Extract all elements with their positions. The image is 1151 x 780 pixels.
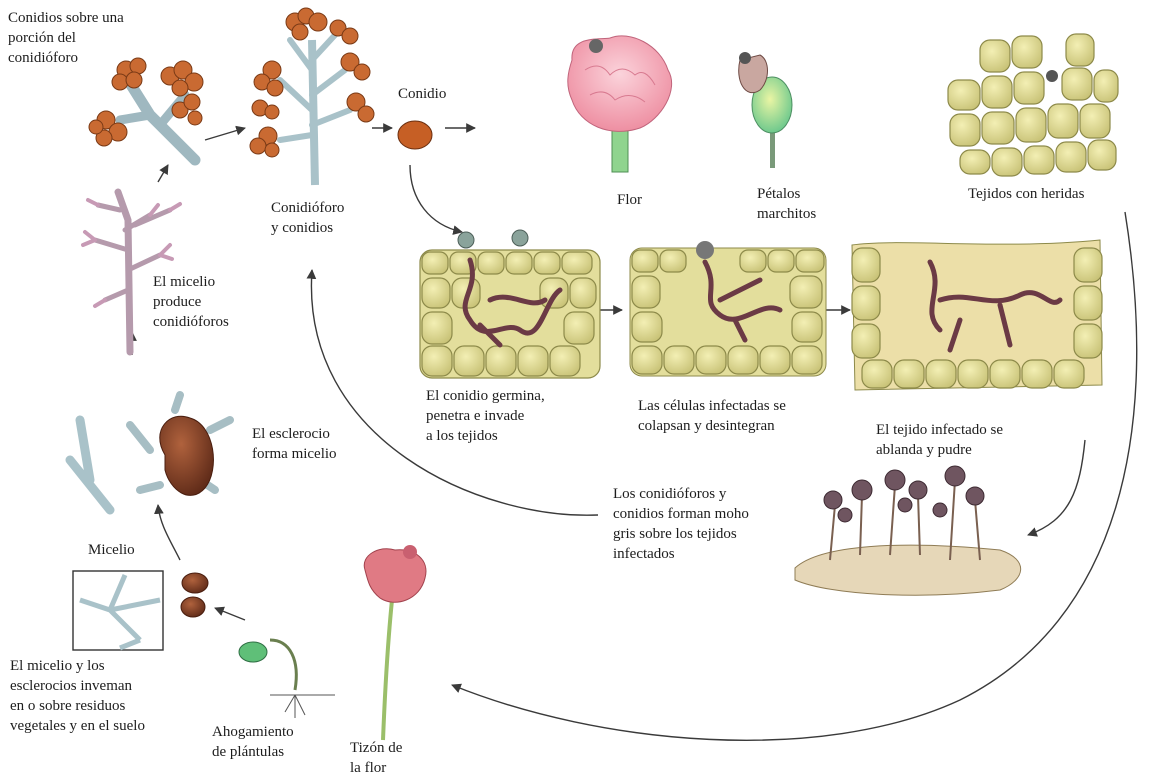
label-mycelium: Micelio — [88, 540, 135, 560]
label-cells-collapse: Las células infectadas se colapsan y des… — [638, 396, 786, 436]
wilted-petals-illustration — [739, 52, 792, 168]
label-flower-blight: Tizón de la flor — [350, 738, 402, 778]
label-mycelium-produces-conidiophores: El micelio produce conidióforos — [153, 272, 229, 332]
label-tissue-softens-rots: El tejido infectado se ablanda y pudre — [876, 420, 1003, 460]
label-overwintering: El micelio y los esclerocios inveman en … — [10, 656, 145, 736]
label-grey-mold: Los conidióforos y conidios forman moho … — [613, 484, 749, 564]
label-conidia-on-conidiophore: Conidios sobre una porción del conidiófo… — [8, 8, 124, 68]
conidiophore-illustration — [250, 8, 374, 185]
wounded-tissue-illustration — [948, 34, 1118, 176]
label-conidium: Conidio — [398, 84, 446, 104]
sclerotia-illustration — [181, 573, 208, 617]
tissue-collapse-illustration — [630, 241, 826, 376]
conidiophore-portion-illustration — [89, 58, 203, 160]
flower-blight-illustration — [364, 545, 426, 740]
flower-illustration — [568, 36, 672, 172]
mycelium-strand-illustration — [70, 420, 110, 510]
label-wilted-petals: Pétalos marchitos — [757, 184, 816, 224]
tissue-rot-illustration — [852, 240, 1102, 390]
tissue-germination-illustration — [420, 230, 600, 378]
label-flower: Flor — [617, 190, 642, 210]
label-conidium-germinates: El conidio germina, penetra e invade a l… — [426, 386, 545, 446]
label-conidiophore-and-conidia: Conidióforo y conidios — [271, 198, 344, 238]
sclerotium-mycelium-illustration — [130, 395, 230, 495]
seedling-illustration — [239, 640, 335, 718]
grey-mold-illustration — [795, 466, 1021, 595]
label-damping-off: Ahogamiento de plántulas — [212, 722, 294, 762]
label-sclerotium-forms-mycelium: El esclerocio forma micelio — [252, 424, 337, 464]
mycelium-box-illustration — [73, 571, 163, 650]
conidium-shape — [398, 121, 432, 149]
label-wounded-tissues: Tejidos con heridas — [968, 184, 1084, 204]
